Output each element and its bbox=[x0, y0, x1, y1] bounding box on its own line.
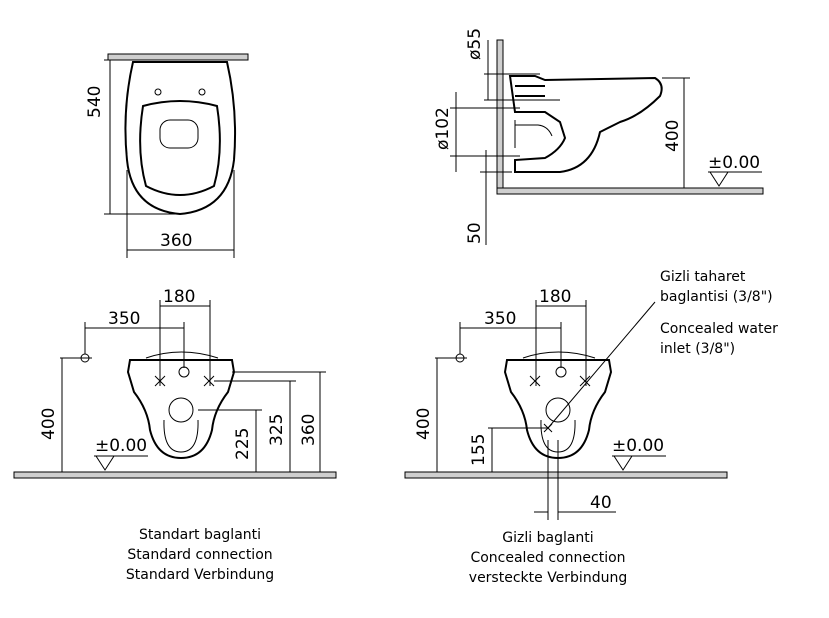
floor-front-concealed bbox=[404, 471, 728, 479]
caption-standard-tr: Standart baglanti bbox=[139, 527, 261, 543]
dim-inlet-diameter: ø55 bbox=[465, 28, 485, 60]
bowl-hole-top bbox=[159, 119, 199, 149]
note-en-line2: inlet (3/8") bbox=[660, 341, 735, 357]
level-concealed: ±0.00 bbox=[612, 436, 664, 456]
dim-400-concealed: 400 bbox=[414, 408, 434, 440]
wall-side bbox=[496, 39, 504, 189]
dim-400-standard: 400 bbox=[39, 408, 59, 440]
dim-350-concealed: 350 bbox=[484, 309, 516, 329]
level-standard: ±0.00 bbox=[95, 436, 147, 456]
note-tr-line1: Gizli taharet bbox=[660, 269, 746, 285]
bowl-outline-side bbox=[508, 75, 663, 173]
outlet-circle-standard bbox=[168, 397, 194, 423]
outlet-circle-concealed bbox=[545, 397, 571, 423]
dim-155-concealed: 155 bbox=[469, 434, 489, 466]
fixing-hole-right bbox=[198, 88, 206, 96]
level-side: ±0.00 bbox=[708, 153, 760, 173]
bowl-inner-top bbox=[139, 100, 221, 196]
caption-concealed-tr: Gizli baglanti bbox=[502, 530, 593, 546]
dim-360: 360 bbox=[160, 231, 192, 251]
side-view: ø55 ø102 50 400 ±0.00 bbox=[433, 28, 764, 245]
dim-180-standard: 180 bbox=[163, 287, 195, 307]
note-en-line1: Concealed water bbox=[660, 321, 778, 337]
bowl-outline-front-standard bbox=[126, 359, 236, 460]
front-view-standard: 180 350 400 225 325 360 ±0.00 Standart b… bbox=[13, 287, 337, 583]
dim-325-standard: 325 bbox=[267, 414, 287, 446]
dim-height-side: 400 bbox=[663, 120, 683, 152]
dim-180-concealed: 180 bbox=[539, 287, 571, 307]
dim-350-standard: 350 bbox=[108, 309, 140, 329]
caption-standard-de: Standard Verbindung bbox=[126, 567, 274, 583]
note-tr-line2: baglantisi (3/8") bbox=[660, 289, 773, 305]
floor-front-standard bbox=[13, 471, 337, 479]
caption-standard-en: Standard connection bbox=[127, 547, 272, 563]
dim-225-standard: 225 bbox=[233, 428, 253, 460]
dim-outlet-diameter: ø102 bbox=[433, 107, 453, 150]
floor-side bbox=[496, 187, 764, 195]
fixing-hole-left bbox=[154, 88, 162, 96]
dim-540: 540 bbox=[85, 86, 105, 118]
dim-40-concealed: 40 bbox=[590, 493, 612, 513]
front-view-concealed: 180 350 400 155 40 ±0.00 Gizli taharet b… bbox=[404, 269, 778, 586]
wall-top bbox=[107, 53, 249, 61]
top-view: 540 360 bbox=[85, 53, 249, 258]
dim-wall-gap: 50 bbox=[465, 222, 485, 244]
bowl-outline-top bbox=[124, 61, 237, 216]
caption-concealed-de: versteckte Verbindung bbox=[469, 570, 627, 586]
dim-360-standard: 360 bbox=[299, 414, 319, 446]
caption-concealed-en: Concealed connection bbox=[470, 550, 625, 566]
